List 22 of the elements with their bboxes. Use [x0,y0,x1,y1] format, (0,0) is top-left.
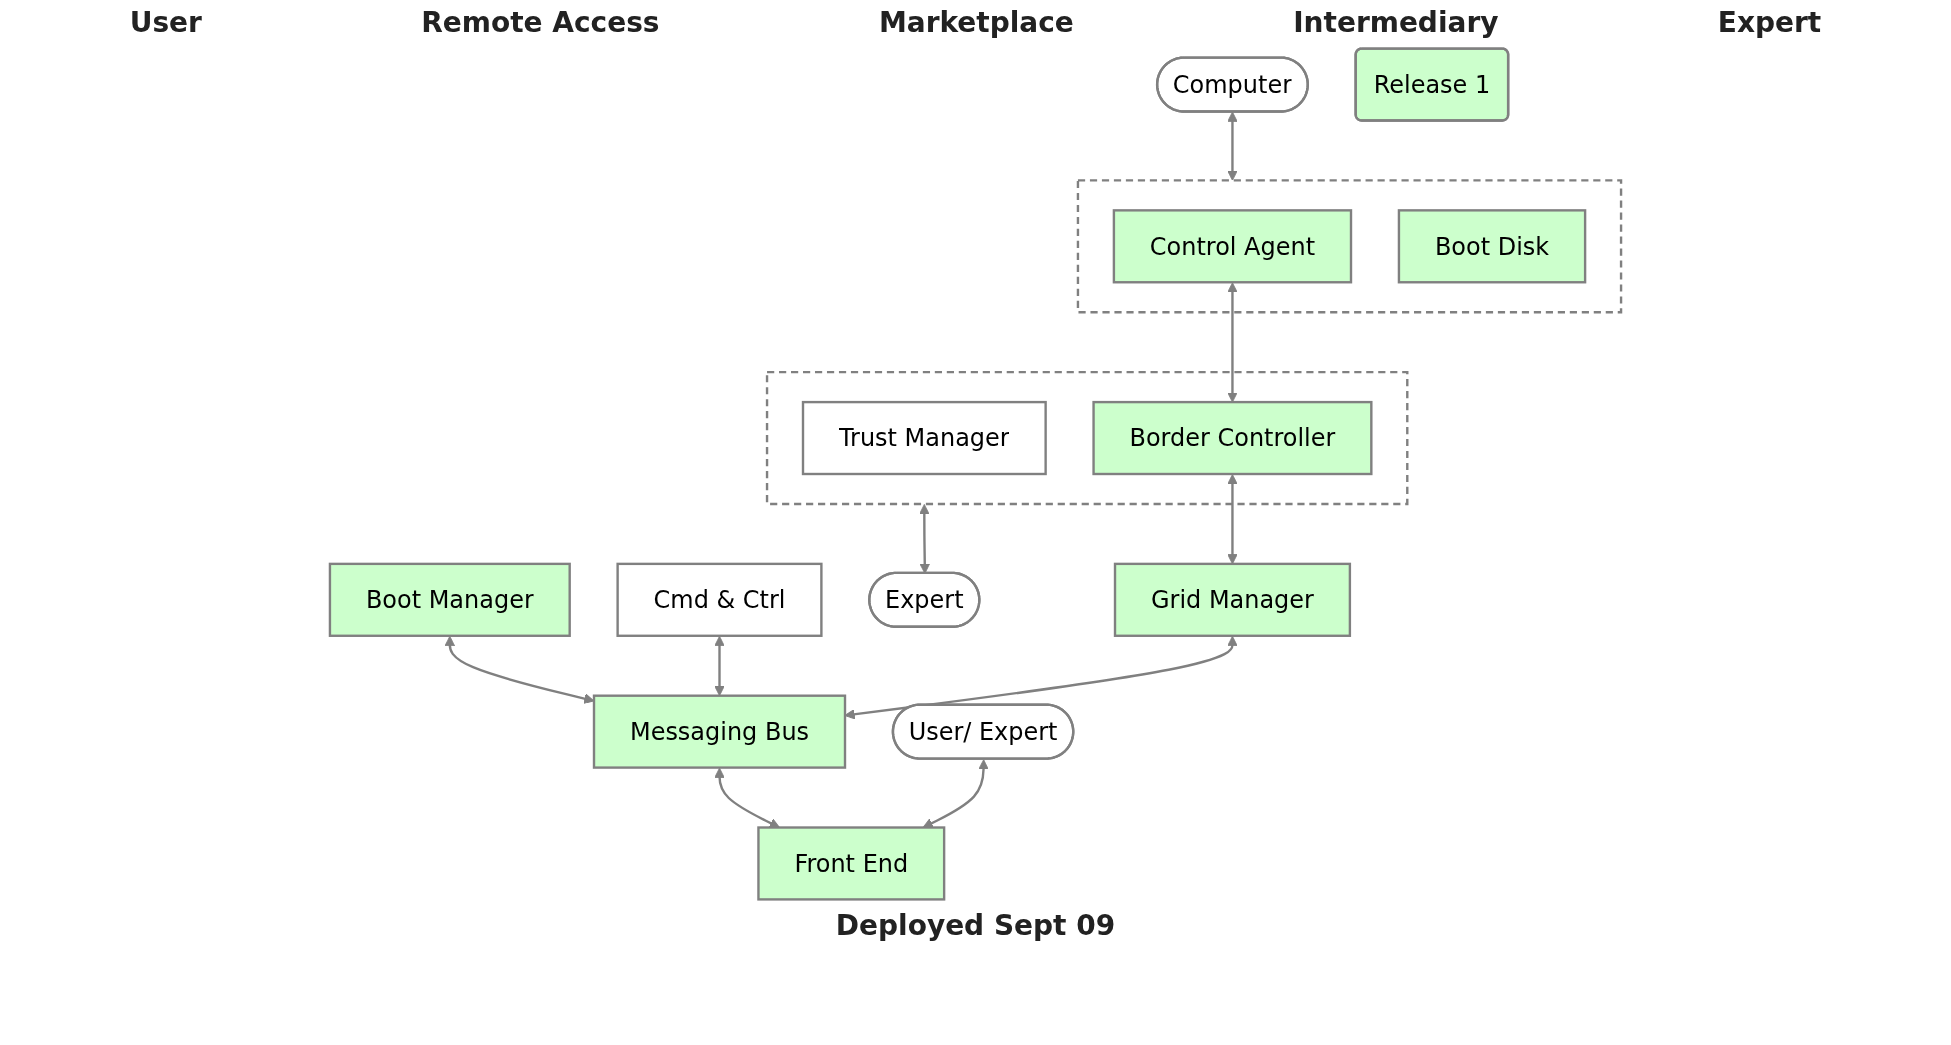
arrow [714,767,780,828]
cluster [1076,179,1623,314]
node-box: Control Agent [1112,209,1353,284]
node-box: Grid Manager [1113,562,1352,637]
node-box: Border Controller [1092,400,1373,476]
node-box: Front End [757,826,946,901]
release-note: Deployed Sept 09 [835,909,1116,942]
arrow [922,759,989,828]
lane-heading: User [129,6,202,39]
lane-heading: Expert [1717,6,1822,39]
lane-heading: Remote Access [421,6,660,39]
node-box: Boot Manager [328,562,571,637]
node-box: Messaging Bus [592,694,847,769]
lane-heading: Intermediary [1293,6,1499,39]
arrow [1227,282,1238,403]
node-box: Cmd & Ctrl [616,562,823,637]
arrow [1227,111,1238,181]
node-box: Boot Disk [1397,209,1587,284]
cluster [765,370,1409,506]
lane-heading: Marketplace [878,6,1074,39]
arrow [444,635,595,704]
node-box: Trust Manager [801,400,1047,476]
